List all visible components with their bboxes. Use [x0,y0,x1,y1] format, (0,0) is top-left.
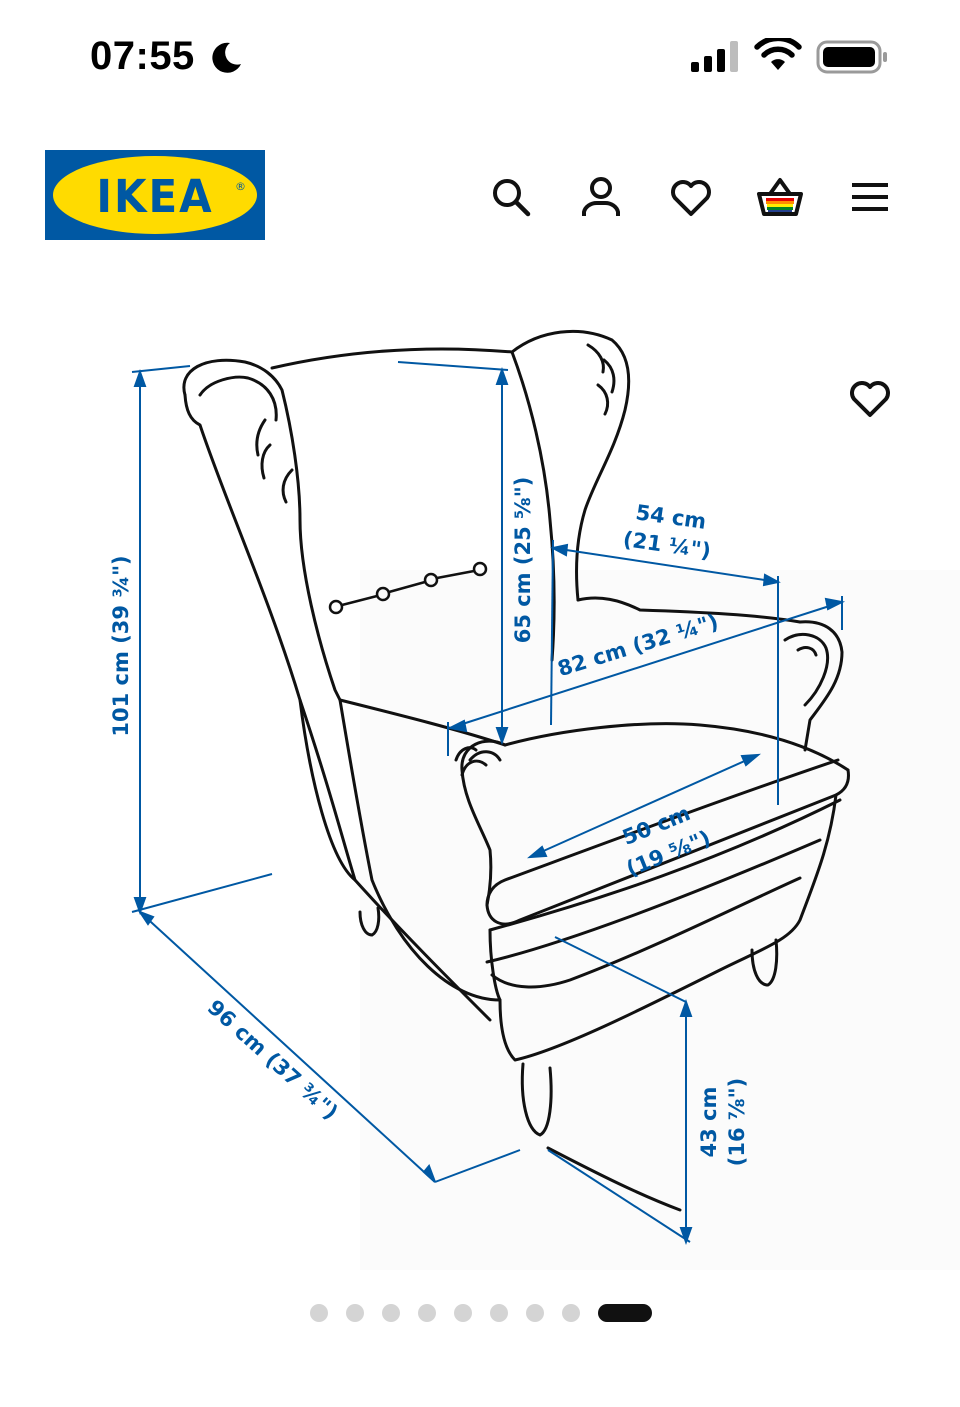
basket-icon [757,178,803,216]
moon-icon [212,42,241,73]
search-button[interactable] [488,174,534,220]
favourites-button[interactable] [668,174,714,220]
dim-label-seat-height: 43 cm [697,1087,721,1158]
signal-icon [691,41,738,72]
logo-oval [53,156,257,234]
account-icon [582,177,620,216]
carousel-dot[interactable] [562,1304,580,1322]
basket-button[interactable] [756,174,803,220]
image-carousel-indicator [0,1300,960,1326]
carousel-dot[interactable] [418,1304,436,1322]
dimension-lines [131,361,846,1245]
carousel-dot[interactable] [346,1304,364,1322]
armchair-drawing [182,329,850,1212]
status-time: 07:55 [90,34,195,78]
product-dimension-image[interactable]: 101 cm (39 ¾") 65 cm (25 ⅝") 54 cm (21 ¼… [0,290,960,1280]
menu-button[interactable] [846,174,892,220]
carousel-dot[interactable] [310,1304,328,1322]
dim-label-depth: 96 cm (37 ¾") [203,995,343,1124]
logo-registered-mark: ® [235,180,246,193]
battery-icon [816,40,887,74]
heart-icon [850,381,890,417]
wifi-icon [754,38,802,70]
carousel-dot[interactable] [454,1304,472,1322]
carousel-dot[interactable] [526,1304,544,1322]
favourites-icon [671,180,711,216]
carousel-dot[interactable] [490,1304,508,1322]
menu-icon [852,183,888,211]
dim-label-back-height: 65 cm (25 ⅝") [511,477,535,644]
dim-label-seat-height-in: (16 ⅞") [725,1078,749,1166]
carousel-dot-active[interactable] [598,1304,652,1322]
dim-label-seat-width-top: 54 cm [634,500,708,534]
ikea-logo[interactable]: IKEA ® [45,150,265,240]
carousel-dot[interactable] [382,1304,400,1322]
logo-wordmark: IKEA [96,170,214,223]
add-to-favourites-button[interactable] [846,374,894,422]
dim-label-height: 101 cm (39 ¾") [109,555,133,736]
status-bar: 07:55 [0,0,960,110]
account-button[interactable] [578,174,624,220]
search-icon [493,179,531,217]
site-header: IKEA ® [0,140,960,250]
